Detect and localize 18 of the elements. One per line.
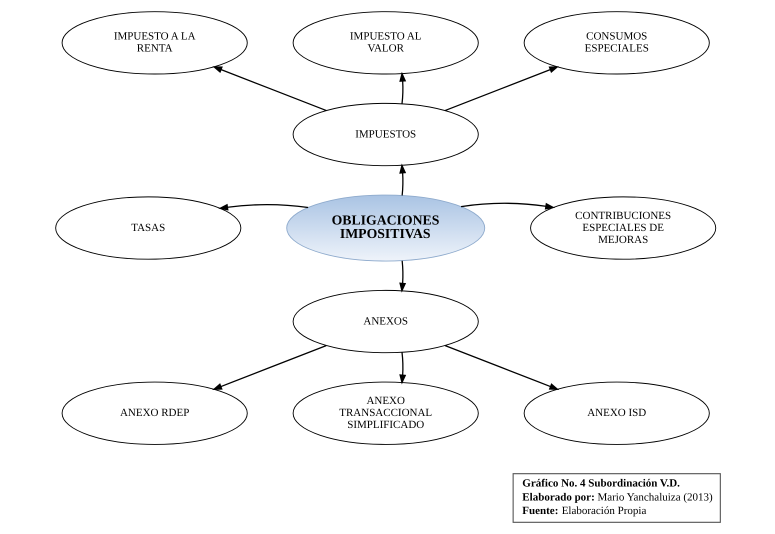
node-ellipse: ANEXOS	[292, 290, 478, 354]
arrow	[398, 352, 406, 384]
node-ellipse: ANEXO TRANSACCIONAL SIMPLIFICADO	[292, 382, 478, 445]
node-box: Gráfico No. 4 Subordinación V.D. Elaborado por: Mario Yanchaluiza (2013) Fuente: Elaboración Propia	[512, 473, 720, 523]
arrow	[444, 345, 559, 390]
arrow	[212, 345, 326, 390]
node-ellipse: OBLIGACIONES IMPOSITIVAS	[286, 194, 485, 262]
arrow	[218, 204, 308, 211]
arrow	[398, 260, 406, 293]
arrow	[444, 66, 559, 112]
arrow	[398, 72, 406, 104]
node-ellipse: CONTRIBUCIONES ESPECIALES DE MEJORAS	[530, 196, 716, 260]
arrow	[212, 66, 326, 112]
arrow	[460, 202, 555, 210]
arrow	[398, 164, 406, 196]
node-ellipse: TASAS	[54, 196, 241, 260]
node-ellipse: IMPUESTOS	[292, 102, 478, 166]
node-ellipse: IMPUESTO AL VALOR	[292, 11, 478, 74]
